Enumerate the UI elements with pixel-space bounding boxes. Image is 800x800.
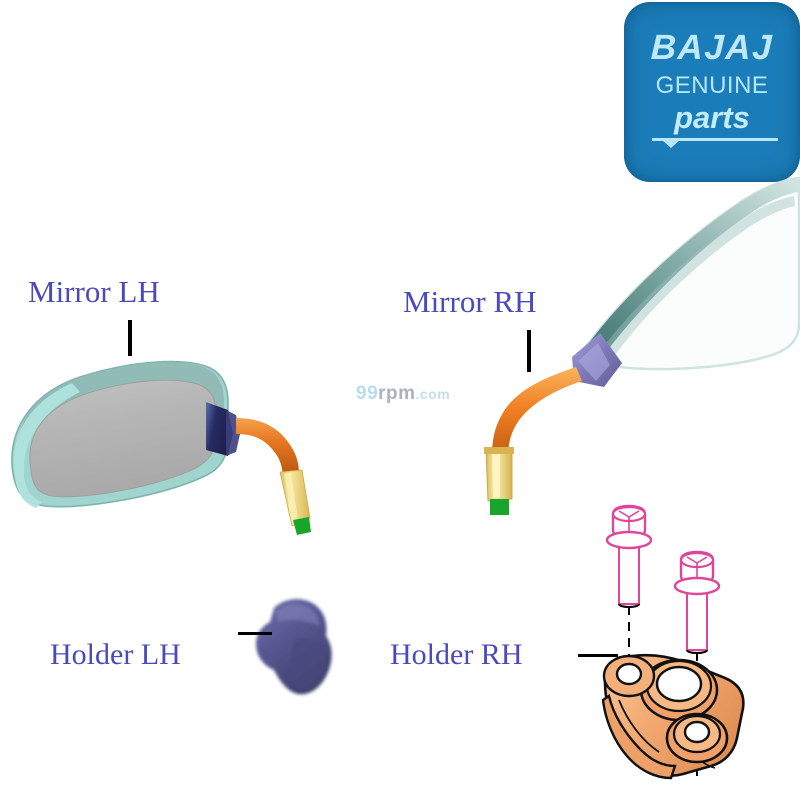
mirror-rh-edge-shade bbox=[600, 196, 795, 358]
watermark-middle: rpm bbox=[378, 383, 416, 404]
label-mirror-rh: Mirror RH bbox=[403, 284, 537, 319]
leader-line-mirror-lh bbox=[128, 320, 132, 356]
label-holder-lh: Holder LH bbox=[50, 638, 181, 671]
leader-line-holder-rh bbox=[578, 654, 618, 657]
bajaj-genuine-parts-logo: BAJAJ GENUINE parts bbox=[624, 2, 800, 182]
mirror-rh-grip-collar bbox=[484, 447, 514, 454]
mirror-lh-tip bbox=[293, 517, 311, 535]
logo-parts-text: parts bbox=[674, 100, 750, 135]
mirror-lh-stem bbox=[236, 418, 299, 476]
label-mirror-lh: Mirror LH bbox=[28, 274, 160, 309]
mirror-lh-rim-highlight bbox=[13, 383, 81, 508]
mirror-rh-grip-highlight bbox=[492, 452, 500, 498]
part-mirror-rh bbox=[450, 175, 800, 525]
mirror-rh-housing-edge bbox=[586, 178, 799, 355]
flange-hex-bolt-left bbox=[605, 504, 653, 608]
leader-line-holder-lh bbox=[238, 632, 272, 635]
label-holder-rh: Holder RH bbox=[390, 638, 523, 671]
mirror-lh-grip-highlight bbox=[284, 473, 298, 523]
mirror-rh-joint-highlight bbox=[578, 343, 610, 381]
holder-lh-shadow bbox=[289, 637, 326, 691]
leader-line-mirror-rh bbox=[527, 330, 531, 372]
mirror-rh-tip bbox=[490, 499, 509, 515]
part-holder-lh bbox=[240, 592, 360, 707]
site-watermark: 99rpm.com bbox=[356, 383, 450, 405]
watermark-prefix: 99 bbox=[356, 383, 379, 404]
logo-underline bbox=[652, 138, 778, 141]
watermark-suffix: .com bbox=[415, 386, 451, 402]
logo-genuine-text: GENUINE bbox=[655, 72, 769, 99]
mirror-rh-stem bbox=[492, 367, 582, 459]
logo-bajaj-wordmark: BAJAJ bbox=[650, 28, 774, 67]
flange-hex-bolt-right bbox=[673, 550, 721, 654]
part-holder-rh bbox=[575, 500, 800, 800]
holder-rh-bracket bbox=[601, 653, 745, 780]
holder-lh-highlight bbox=[276, 603, 319, 626]
part-mirror-lh bbox=[0, 330, 350, 560]
logo-notch-icon bbox=[662, 140, 680, 148]
